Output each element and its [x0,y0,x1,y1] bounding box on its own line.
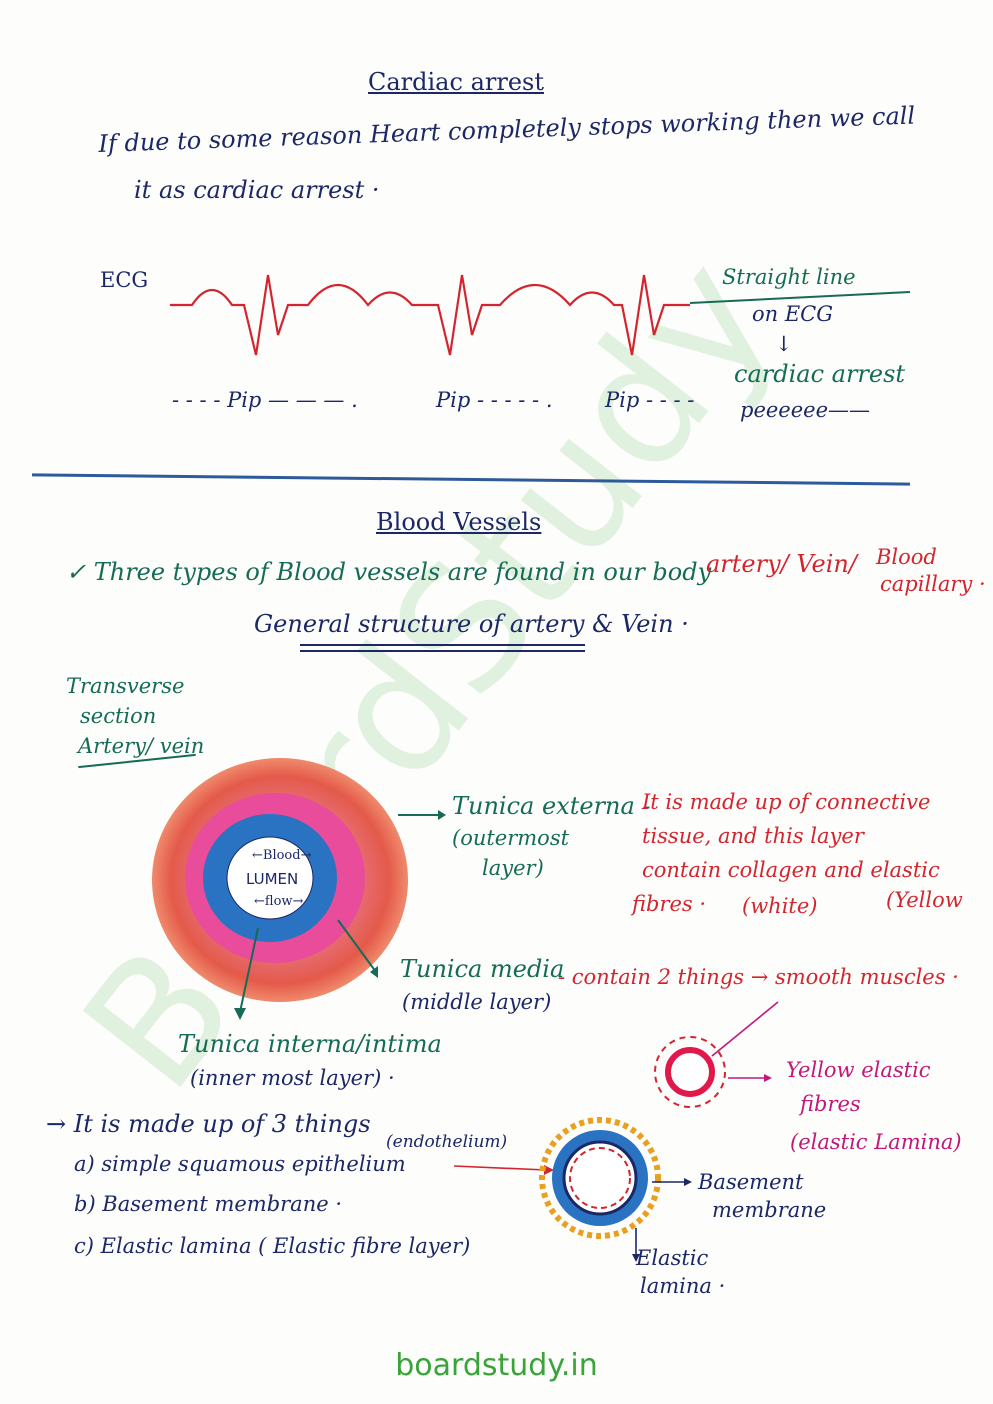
media-arrow [337,919,377,973]
interna-detail-diagram [453,1117,692,1262]
blood-vessels-title: Blood Vessels [376,508,542,536]
cardiac-arrest-title: Cardiac arrest [368,68,544,96]
on-ecg-label: on ECG [752,302,834,326]
flatline-sound: peeeeee—— [740,398,871,422]
tunica-externa-paren-2: layer) [482,856,544,880]
tunica-media-paren: (middle layer) [402,990,552,1014]
subtitle-underline [300,644,585,652]
transverse-label-2: section [80,704,157,728]
section-divider [32,473,910,486]
tunica-media-name: Tunica media [400,955,565,983]
list-item-c: c) Elastic lamina ( Elastic fibre layer) [74,1234,471,1258]
interna-outer-dashed [539,1117,661,1239]
pip-sound-3: Pip - - - - [605,388,695,412]
lumen-label: LUMEN [246,870,299,888]
yellow-fibre-label-3: (elastic Lamina) [790,1130,962,1154]
elastic-lamina-label-2: lamina · [640,1274,726,1298]
tunica-interna-paren: (inner most layer) · [190,1066,395,1090]
elastic-ring [665,1047,715,1097]
types-list: artery/ Vein/ [706,550,857,578]
ecg-label: ECG [100,268,149,292]
externa-desc-1: It is made up of connective [642,790,931,814]
made-up-of-line: → It is made up of 3 things [46,1110,371,1138]
definition-line-2: it as cardiac arrest · [134,176,380,204]
tunica-interna-name: Tunica interna/intima [178,1030,442,1058]
lumen [226,836,314,920]
pip-sound-2: Pip - - - - - . [436,388,553,412]
tunica-externa-name: Tunica externa - [452,792,651,820]
footer-site: boardstudy.in [395,1348,598,1383]
interna-dark-ring [562,1140,638,1216]
ecg-waveform [170,274,690,356]
ecg-flatline [689,291,911,304]
general-structure-subtitle: General structure of artery & Vein · [254,610,689,638]
elastic-ring-diagram [654,1001,779,1108]
cardiac-arrest-label: cardiac arrest [734,360,906,388]
pip-sound-1: - - - - Pip — — — . [172,388,358,412]
transverse-label-1: Transverse [66,674,185,698]
types-capillary: capillary · [880,572,986,596]
tunica-externa-paren-1: (outermost [452,826,570,850]
straight-line-label: Straight line [722,265,856,289]
endothelium-label: (endothelium) [386,1132,508,1152]
down-arrow: ↓ [775,332,793,356]
yellow-fibre-label-2: fibres [800,1092,861,1116]
interna-arrow [239,927,259,1013]
externa-white: (white) [742,894,818,918]
lumen-flow-label: ←flow→ [254,894,304,909]
vessel-cross-section [152,758,446,1020]
definition-line-1: If due to some reason Heart completely s… [98,101,916,158]
lumen-blood-label: ←Blood→ [252,848,312,863]
interna-epithelium [569,1147,631,1209]
basement-membrane-label-1: Basement [698,1170,804,1194]
types-blood: Blood [876,545,937,569]
externa-fibres: fibres · [632,892,707,916]
externa-yellow: (Yellow [886,888,963,912]
externa-desc-2: tissue, and this layer [642,824,864,848]
elastic-lamina-label-1: Elastic [636,1246,709,1270]
externa-desc-3: contain collagen and elastic [642,858,940,882]
basement-membrane-label-2: membrane [712,1198,827,1222]
transverse-label-3: Artery/ vein [78,734,205,758]
ecg-trace [170,274,911,356]
yellow-fibre-label-1: Yellow elastic [786,1058,931,1082]
smooth-muscle-arrow [711,1001,779,1057]
types-sentence: ✓ Three types of Blood vessels are found… [66,558,712,586]
tunica-media-desc: - contain 2 things → smooth muscles · [558,965,959,989]
endothelium-arrow [453,1165,547,1171]
list-item-a: a) simple squamous epithelium [74,1152,406,1176]
elastic-outer-dashed [654,1036,726,1108]
list-item-b: b) Basement membrane · [74,1192,343,1216]
